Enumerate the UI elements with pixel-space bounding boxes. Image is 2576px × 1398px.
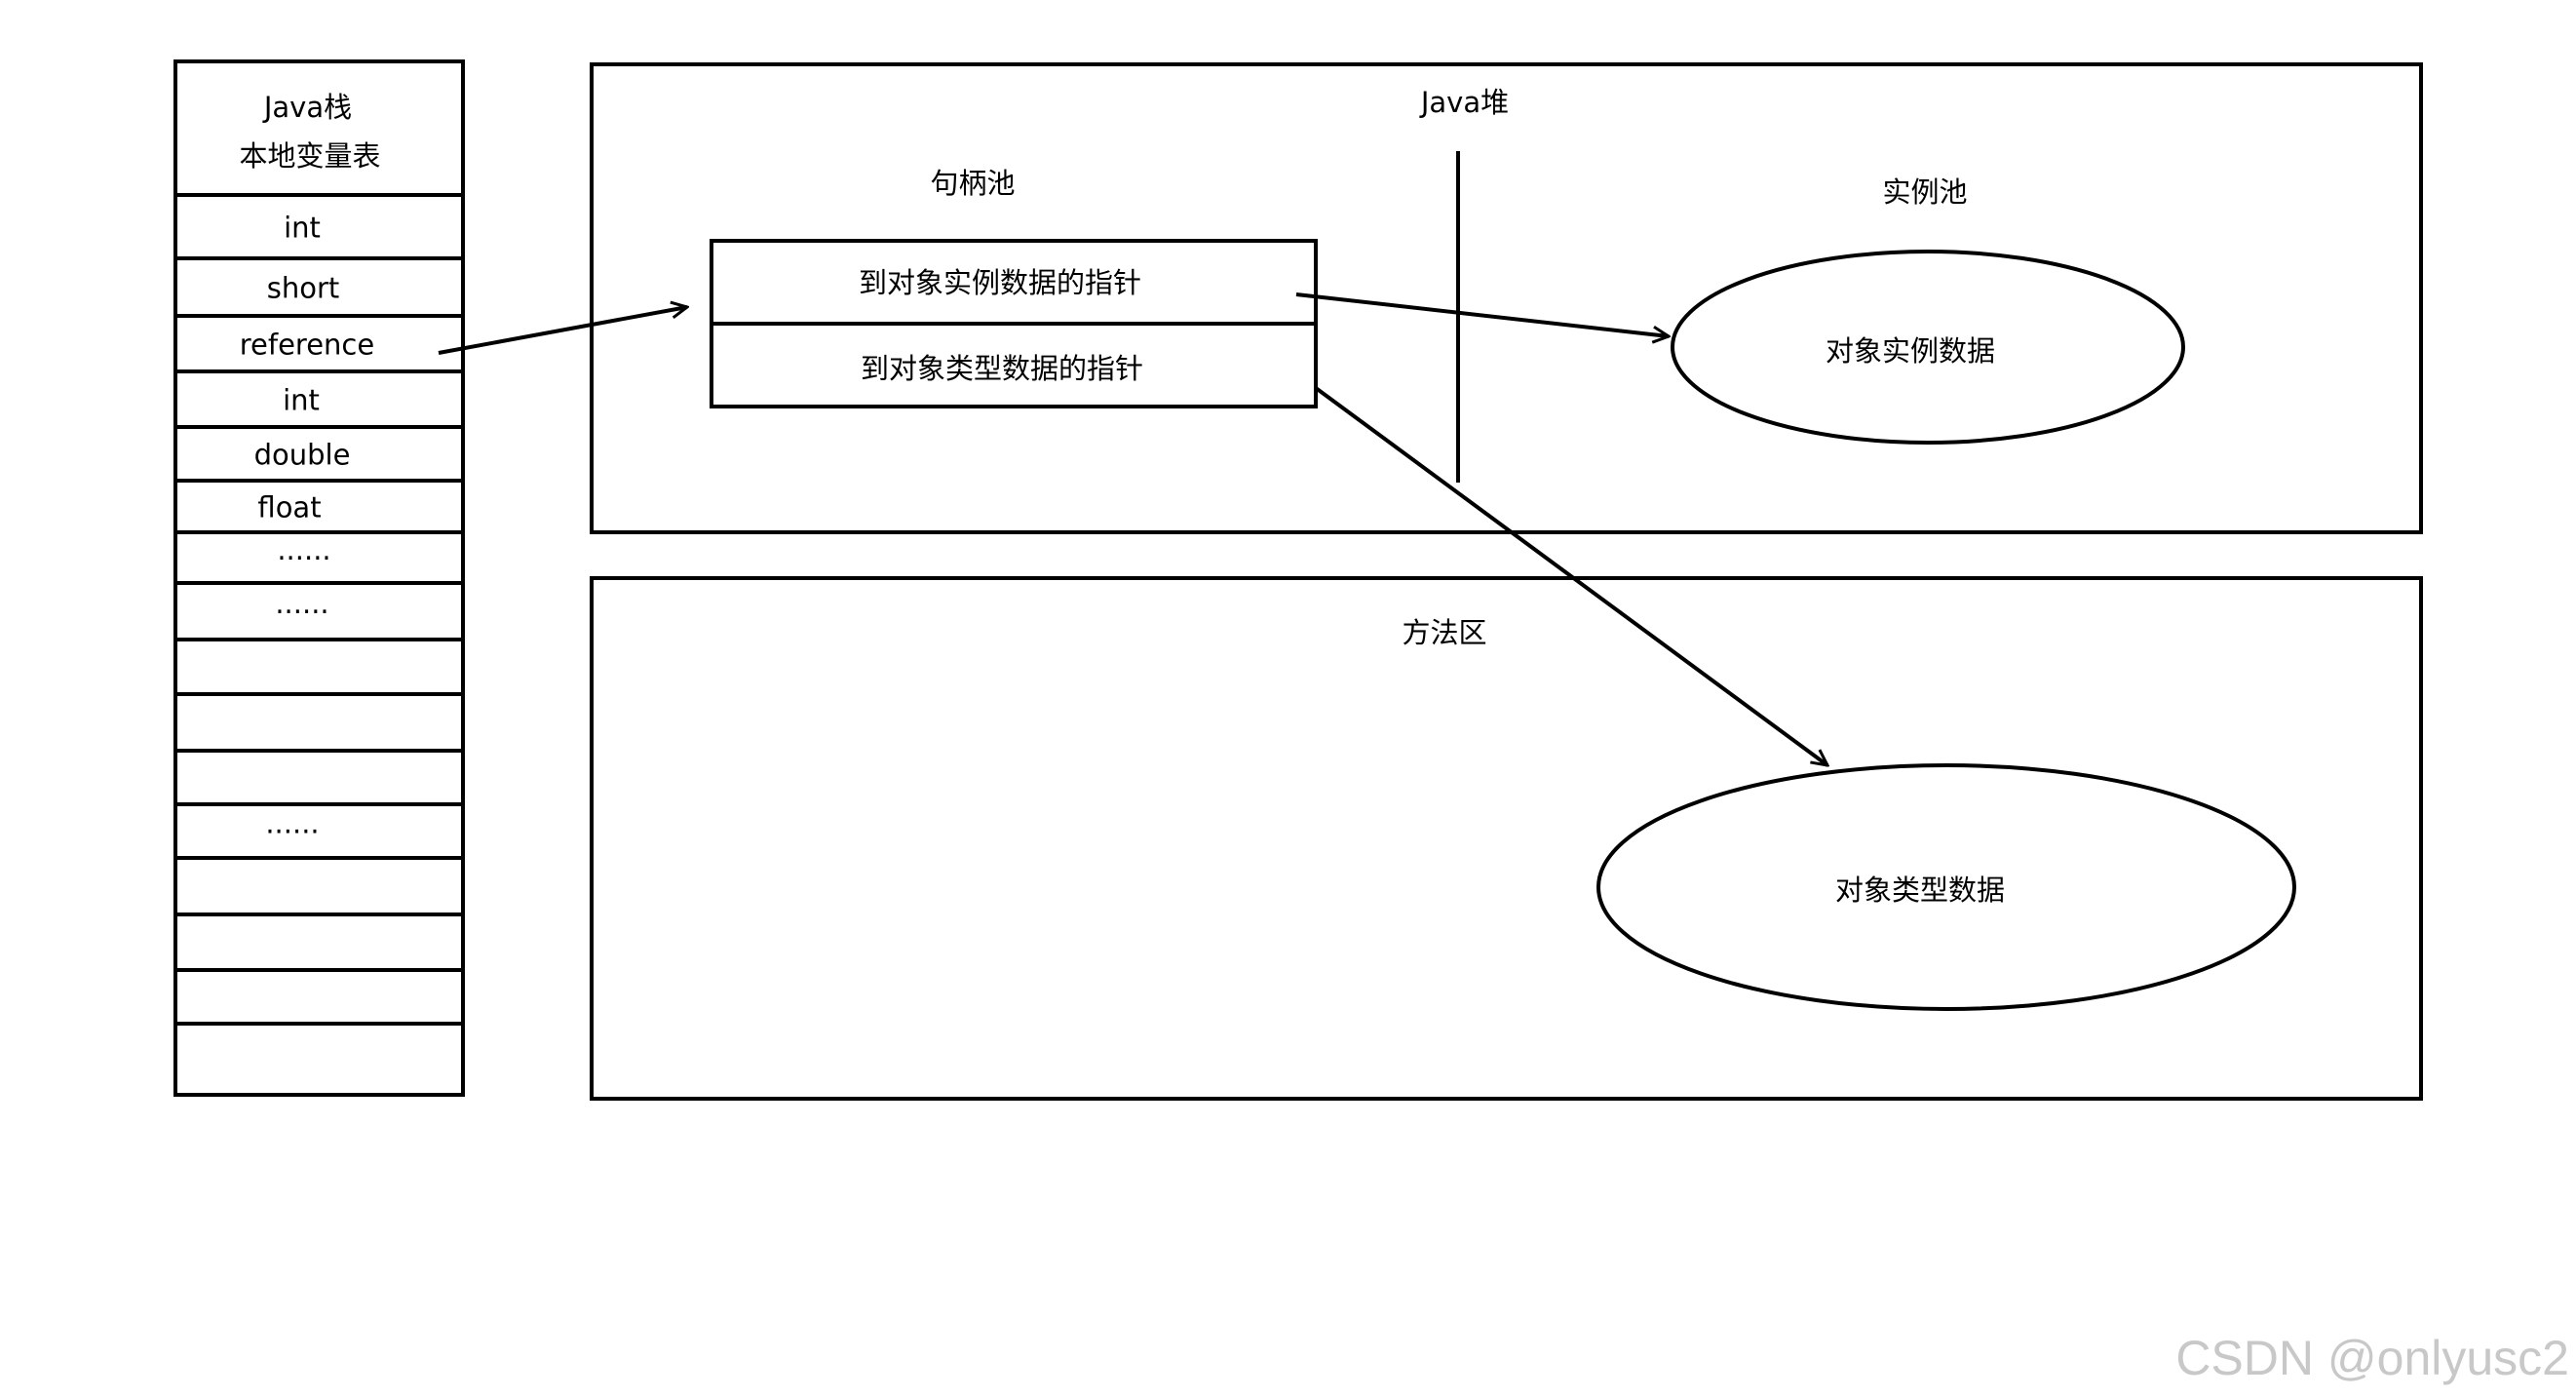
stack-slot-labels: int short reference int double float.........… bbox=[240, 212, 374, 840]
java-stack: Java栈 本地变量表 int short reference int double fl… bbox=[173, 59, 465, 1097]
stack-slot-label: int bbox=[284, 212, 321, 245]
method-area: 方法区 对象类型数据 bbox=[590, 576, 2423, 1101]
stack-slot-dividers bbox=[175, 193, 463, 1026]
reference-to-handle-arrow bbox=[438, 307, 687, 355]
stack-slot-label: ...... bbox=[277, 533, 330, 566]
stack-slot-label: reference bbox=[240, 329, 374, 362]
stack-slot-label: short bbox=[267, 272, 340, 305]
handle-pool-title: 句柄池 bbox=[930, 167, 1015, 200]
stack-slot-label: float bbox=[257, 491, 321, 524]
type-pointer-arrow bbox=[1314, 386, 1827, 765]
stack-slot-label: ...... bbox=[275, 587, 328, 620]
instance-pool-title: 实例池 bbox=[1882, 175, 1967, 209]
java-stack-box bbox=[173, 59, 465, 1097]
object-instance-data-ellipse bbox=[1671, 250, 2185, 445]
method-area-title: 方法区 bbox=[1402, 616, 1486, 649]
local-variable-table-title: 本地变量表 bbox=[239, 139, 380, 173]
java-heap: Java堆 句柄池 到对象实例数据的指针 到对象类型数据的指针 实例池 对象实例… bbox=[590, 62, 2423, 534]
java-stack-title: Java栈 bbox=[262, 91, 352, 124]
object-instance-data-label: 对象实例数据 bbox=[1826, 334, 1995, 368]
object-type-data-label: 对象类型数据 bbox=[1835, 874, 2005, 907]
stack-slot-label: int bbox=[283, 384, 320, 417]
handle-row-type-pointer: 到对象类型数据的指针 bbox=[861, 352, 1143, 385]
method-area-box bbox=[590, 576, 2423, 1101]
csdn-watermark: CSDN @onlyusc2 bbox=[2175, 1331, 2569, 1385]
java-heap-title: Java堆 bbox=[1419, 86, 1509, 119]
handle-pool-box: 到对象实例数据的指针 到对象类型数据的指针 bbox=[710, 239, 1318, 408]
stack-slot-label: ...... bbox=[265, 807, 319, 840]
object-type-data-ellipse bbox=[1596, 763, 2296, 1011]
handle-row-instance-pointer: 到对象实例数据的指针 bbox=[859, 266, 1141, 299]
instance-pointer-arrow bbox=[1295, 292, 1669, 336]
java-heap-box bbox=[590, 62, 2423, 534]
stack-slot-label: double bbox=[254, 439, 351, 472]
